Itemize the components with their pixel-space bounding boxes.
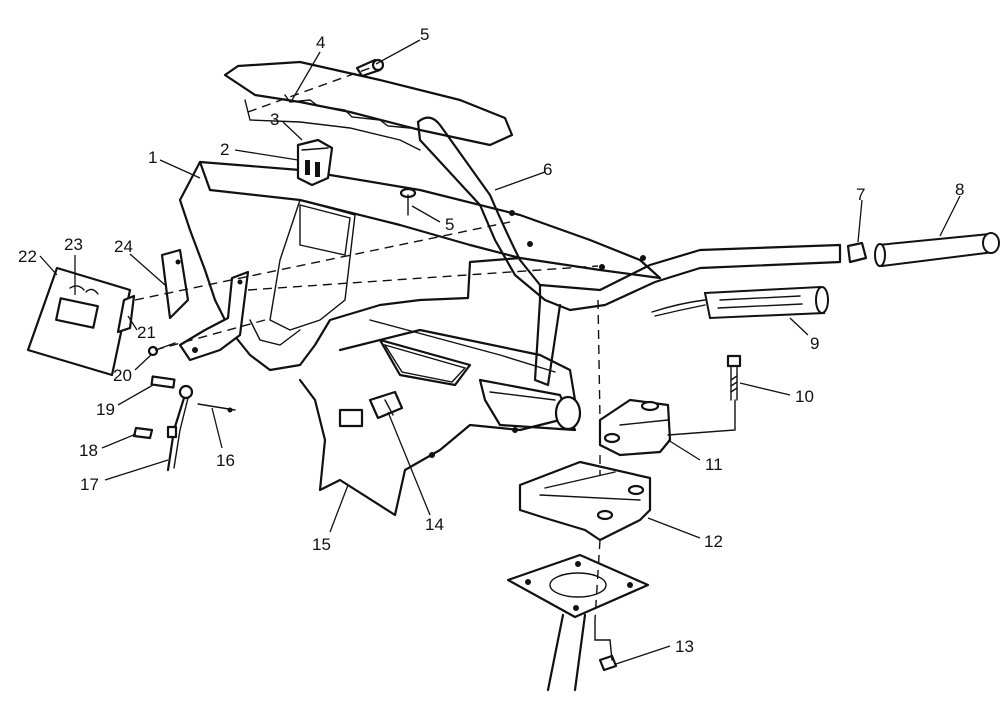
callout-1: 1 bbox=[148, 148, 157, 167]
callout-2: 2 bbox=[220, 140, 229, 159]
callout-5-upper: 5 bbox=[420, 25, 429, 44]
bushing-bolt bbox=[338, 390, 404, 428]
callout-17: 17 bbox=[80, 475, 99, 494]
hand-grip-8 bbox=[874, 232, 1000, 268]
end-plug-7 bbox=[846, 241, 868, 264]
cover-22 bbox=[26, 266, 132, 377]
callout-12: 12 bbox=[704, 532, 723, 551]
screw-20 bbox=[147, 342, 176, 357]
lower-fairing bbox=[298, 319, 582, 517]
callout-7: 7 bbox=[856, 185, 865, 204]
callout-23: 23 bbox=[64, 235, 83, 254]
nut-13 bbox=[598, 654, 618, 672]
lower-clamp-12 bbox=[518, 460, 652, 542]
callout-18: 18 bbox=[79, 441, 98, 460]
callout-22: 22 bbox=[18, 247, 37, 266]
assembly-dashes bbox=[134, 67, 736, 661]
callout-20: 20 bbox=[113, 366, 132, 385]
nut-18 bbox=[132, 425, 178, 440]
handlebar bbox=[416, 116, 842, 387]
callout-4: 4 bbox=[316, 33, 325, 52]
callout-11: 11 bbox=[705, 455, 723, 474]
callout-10: 10 bbox=[795, 387, 814, 406]
callout-6: 6 bbox=[543, 160, 552, 179]
leader-lines bbox=[39, 39, 961, 665]
part-21 bbox=[116, 294, 136, 334]
steering-post bbox=[546, 613, 587, 692]
callout-15: 15 bbox=[312, 535, 331, 554]
callout-21: 21 bbox=[137, 323, 156, 342]
callout-9: 9 bbox=[810, 334, 819, 353]
headlight-pod bbox=[178, 160, 662, 372]
steering-plate bbox=[506, 553, 650, 619]
callout-24: 24 bbox=[114, 237, 133, 256]
heated-grip-9 bbox=[651, 285, 829, 320]
upper-clamp-11 bbox=[598, 398, 672, 457]
bracket-24 bbox=[160, 248, 250, 362]
switch-assembly bbox=[296, 138, 334, 187]
pin-19 bbox=[150, 375, 176, 389]
callout-3: 3 bbox=[270, 110, 279, 129]
bolt-10 bbox=[726, 354, 742, 401]
callout-16: 16 bbox=[216, 451, 235, 470]
callout-14: 14 bbox=[425, 515, 444, 534]
callout-19: 19 bbox=[96, 400, 115, 419]
bolt-5-lower bbox=[399, 187, 417, 216]
callout-8: 8 bbox=[955, 180, 964, 199]
callout-5-lower: 5 bbox=[445, 215, 454, 234]
handlebar-cover bbox=[223, 60, 514, 151]
callouts: 1 2 3 4 5 5 6 7 8 9 10 11 12 13 14 15 16… bbox=[18, 25, 964, 656]
callout-13: 13 bbox=[675, 637, 694, 656]
